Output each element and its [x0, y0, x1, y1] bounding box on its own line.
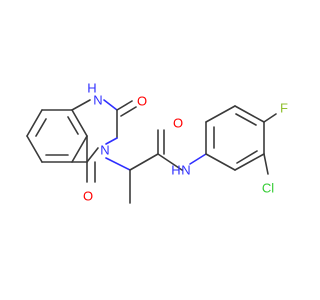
benzo-ring: [26, 109, 88, 163]
c2-oxygen-label: O: [137, 94, 147, 109]
n3-label: N: [100, 143, 109, 158]
fluorine-label: F: [280, 101, 288, 116]
amide-nitrogen-label: N: [181, 163, 190, 178]
n1-hydrogen-label: H: [87, 81, 96, 96]
n1-label: N: [93, 93, 102, 108]
c4-oxygen-label: O: [83, 189, 93, 204]
quinazolinedione-ring: [71, 99, 137, 183]
amide-hydrogen-label: H: [171, 163, 180, 178]
propanamide-chain: [105, 129, 207, 204]
phenyl-ring: [205, 105, 277, 175]
chlorine-label: Cl: [262, 181, 274, 196]
molecule-structure-diagram: H N O N O O N H F Cl: [26, 81, 288, 204]
amide-oxygen-label: O: [173, 116, 183, 131]
